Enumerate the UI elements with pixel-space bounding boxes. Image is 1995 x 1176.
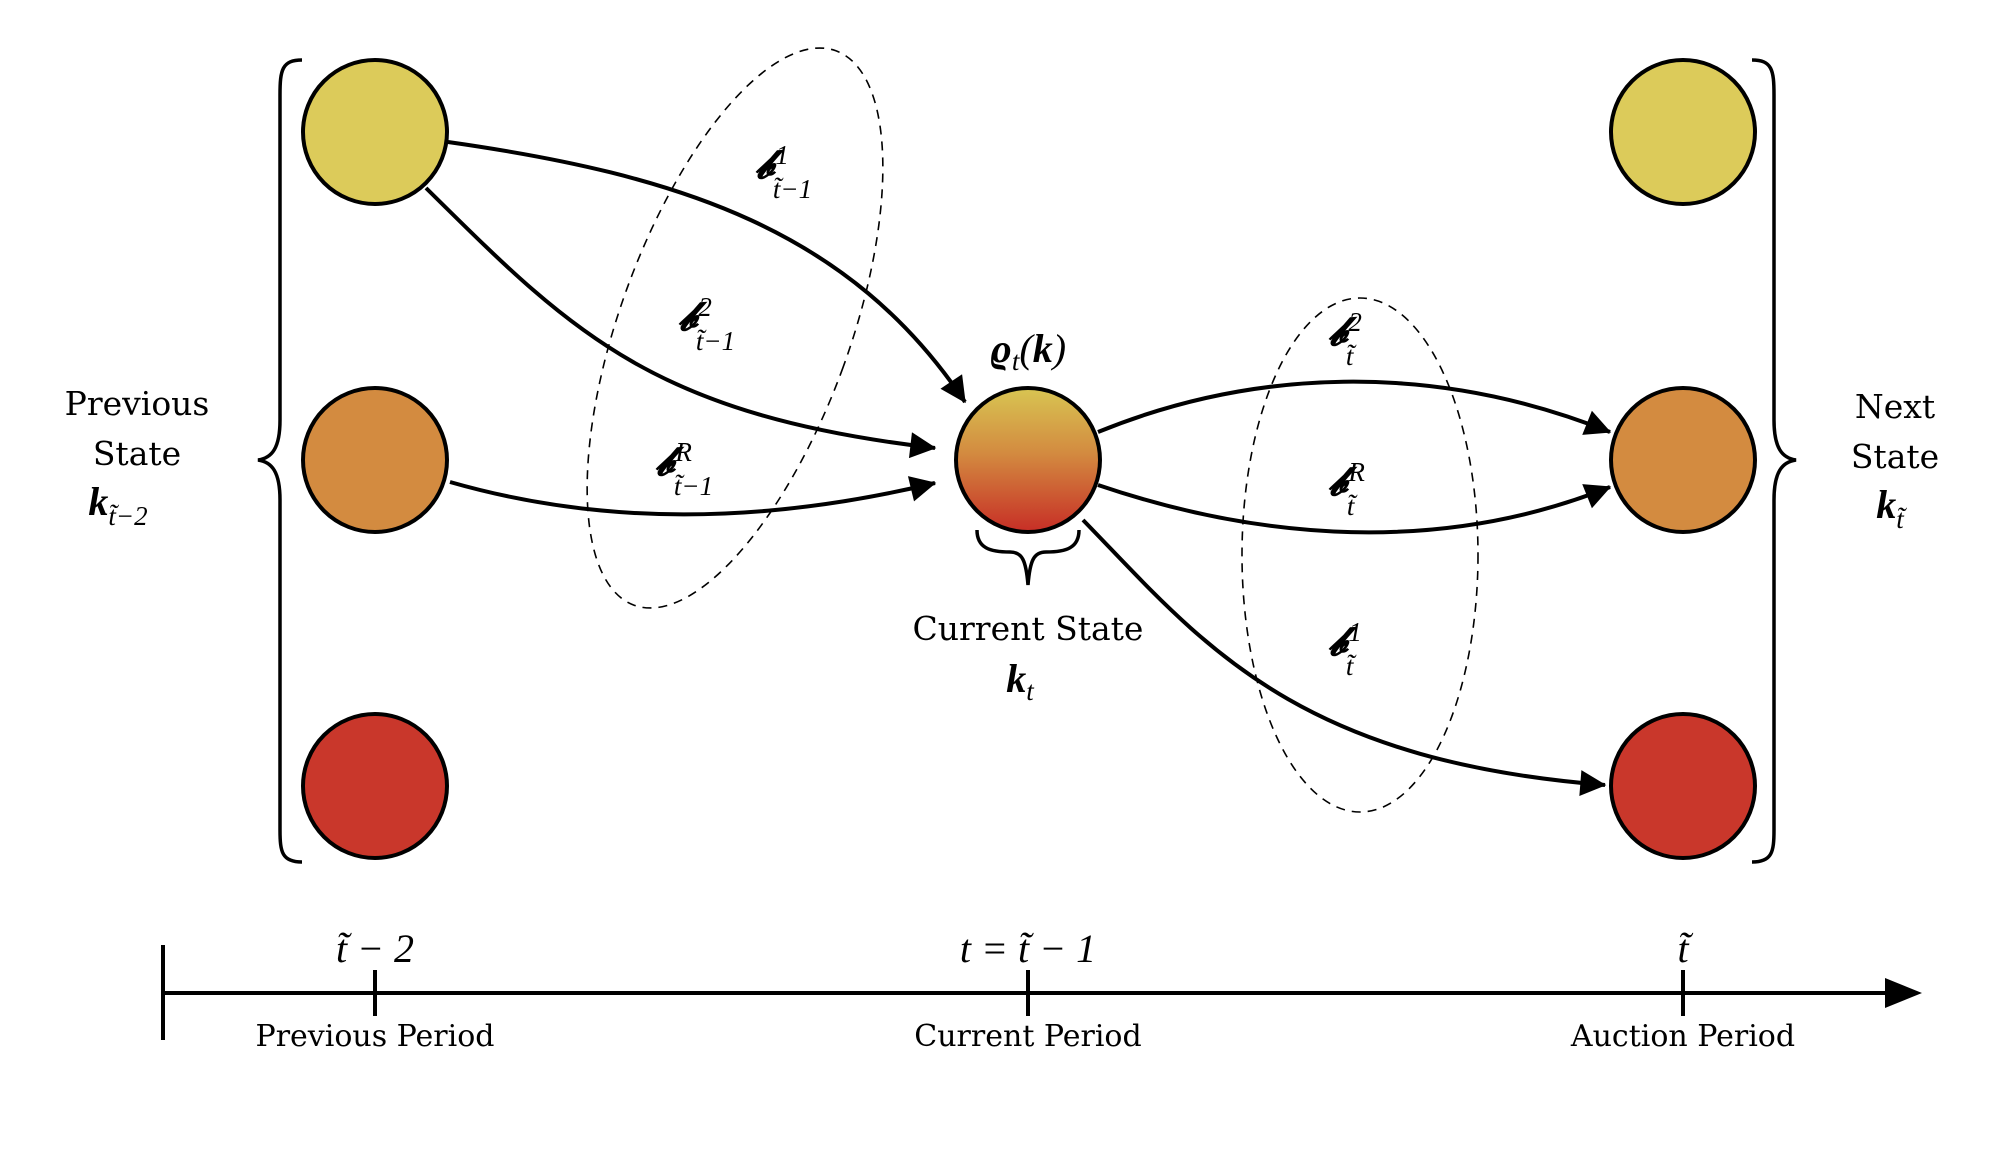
next-node-red	[1609, 712, 1757, 860]
edge-out-1	[1081, 518, 1607, 796]
tick-auction-bottom: Auction Period	[1570, 1019, 1795, 1054]
edge-in-1	[447, 140, 967, 404]
current-node-brace	[975, 529, 1081, 586]
prev-node-yellow	[301, 58, 449, 206]
left-state-line2: State	[93, 434, 181, 473]
edge-in-2	[424, 186, 937, 459]
next-node-orange	[1609, 386, 1757, 534]
edge-in-R	[449, 476, 937, 517]
current-state-caption: Current State	[913, 609, 1144, 648]
current-node-label: ϱt(k)	[990, 326, 1066, 376]
prev-node-red	[301, 712, 449, 860]
tick-previous-top: t̃ − 2	[336, 926, 414, 971]
next-node-yellow	[1609, 58, 1757, 206]
left-state-line1: Previous	[65, 384, 210, 423]
outgoing-bids-ellipse	[1241, 297, 1479, 813]
timeline-arrowhead	[1885, 978, 1922, 1008]
edge-out-2	[1097, 379, 1612, 435]
right-state-line1: Next	[1855, 387, 1935, 426]
tick-current-bottom: Current Period	[914, 1019, 1141, 1054]
prev-node-orange	[301, 386, 449, 534]
current-node	[954, 386, 1102, 534]
right-state-symbol: kt̃	[1876, 482, 1907, 534]
tick-auction-top: t̃	[1677, 926, 1693, 971]
incoming-bids-ellipse	[586, 47, 884, 609]
current-state-symbol: kt	[1006, 656, 1035, 706]
edge-out-R	[1097, 483, 1612, 535]
right-state-line2: State	[1851, 437, 1939, 476]
left-state-symbol: kt̃−2	[88, 479, 147, 531]
tick-previous-bottom: Previous Period	[256, 1019, 495, 1054]
tick-current-top: t = t̃ − 1	[960, 926, 1096, 971]
left-brace	[257, 58, 303, 864]
right-brace	[1751, 58, 1797, 864]
